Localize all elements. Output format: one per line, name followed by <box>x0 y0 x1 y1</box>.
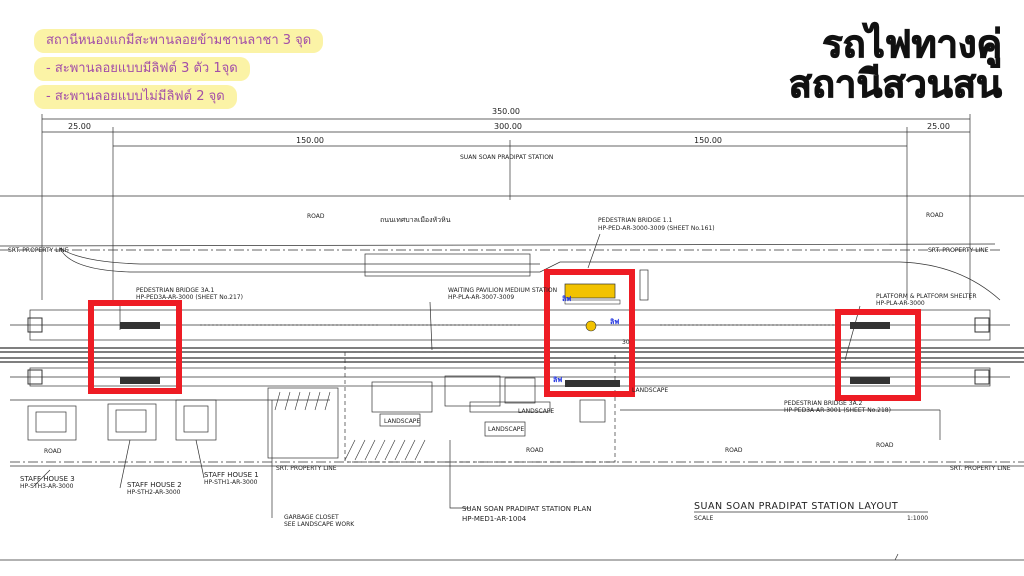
road-bottom-mid: ROAD <box>526 447 544 454</box>
road-top-right: ROAD <box>926 212 944 219</box>
station-name-label: SUAN SOAN PRADIPAT STATION <box>460 154 553 161</box>
staff2-ref: HP-STH2-AR-3000 <box>127 489 181 496</box>
plan-title: SUAN SOAN PRADIPAT STATION PLAN <box>462 505 592 513</box>
svg-text:ลิฟ: ลิฟ <box>552 376 562 384</box>
dim-half-right: 150.00 <box>694 136 722 145</box>
note-bridge-count: สถานีหนองแกมีสะพานลอยข้ามชานลาชา 3 จุด <box>34 29 324 53</box>
dim-left-end: 25.00 <box>68 122 91 131</box>
pb3a2-ref: HP-PED3A-AR-3001 (SHEET No.218) <box>784 407 891 414</box>
landscape-label-4: LANDSCAPE <box>632 387 668 394</box>
pb11-ref: HP-PED-AR-3000-3009 (SHEET No.161) <box>598 225 715 232</box>
road-bottom-right: ROAD <box>725 447 743 454</box>
pavilion-ref: HP-PLA-AR-3007-3009 <box>448 294 514 301</box>
svg-text:ลิฟ: ลิฟ <box>609 318 619 326</box>
pb11-title: PEDESTRIAN BRIDGE 1.1 <box>598 217 672 224</box>
garbage-ref: SEE LANDSCAPE WORK <box>284 521 355 528</box>
highlight-boxes <box>88 269 921 401</box>
headline-line2: สถานีสวนสน <box>788 62 1002 106</box>
layout-title: SUAN SOAN PRADIPAT STATION LAYOUT <box>694 501 898 512</box>
dim-right-end: 25.00 <box>927 122 950 131</box>
note-no-lift-bridge: - สะพานลอยแบบไม่มีลิฟต์ 2 จุด <box>34 85 237 109</box>
highlight-bridge-3a2 <box>835 309 921 401</box>
staff1-ref: HP-STH1-AR-3000 <box>204 479 258 486</box>
note-lift-bridge: - สะพานลอยแบบมีลิฟต์ 3 ตัว 1จุด <box>34 57 250 81</box>
thai-road-label: ถนนเทศบาลเมืองหัวหิน <box>380 216 451 224</box>
pb3a1-title: PEDESTRIAN BRIDGE 3A.1 <box>136 287 214 294</box>
chainage-label: 30 <box>622 339 630 346</box>
landscape-label-1: LANDSCAPE <box>384 418 420 425</box>
dim-middle: 300.00 <box>494 122 522 131</box>
scale-label: SCALE <box>694 515 713 522</box>
pb3a1-ref: HP-PED3A-AR-3000 (SHEET No.217) <box>136 294 243 301</box>
dim-total: 350.00 <box>492 107 520 116</box>
platform-ref: HP-PLA-AR-3000 <box>876 300 925 307</box>
lift-markers <box>564 283 621 332</box>
landscape-label-3: LANDSCAPE <box>488 426 524 433</box>
highlight-bridge-1-1 <box>544 269 635 397</box>
scale-value: 1:1000 <box>907 515 928 522</box>
dim-half-left: 150.00 <box>296 136 324 145</box>
pb3a2-title: PEDESTRIAN BRIDGE 3A.2 <box>784 400 862 407</box>
svg-text:ลิฟ: ลิฟ <box>561 295 571 303</box>
srt-line-top-left: SRT. PROPERTY LINE <box>8 247 69 254</box>
road-bottom-left: ROAD <box>44 448 62 455</box>
srt-line-top-right: SRT. PROPERTY LINE <box>928 247 989 254</box>
road-bottom-far: ROAD <box>876 442 894 449</box>
plan-ref: HP-MED1-AR-1004 <box>462 515 527 523</box>
highlight-bridge-3a1 <box>88 300 182 394</box>
staff3-title: STAFF HOUSE 3 <box>20 475 75 483</box>
platform-title: PLATFORM & PLATFORM SHELTER <box>876 293 977 300</box>
srt-line-bottom-right: SRT. PROPERTY LINE <box>950 465 1011 472</box>
headline-line1: รถไฟทางคู่ <box>822 22 1003 66</box>
srt-line-bottom-left: SRT. PROPERTY LINE <box>276 465 337 472</box>
staff2-title: STAFF HOUSE 2 <box>127 481 182 489</box>
landscape-label-2: LANDSCAPE <box>518 408 554 415</box>
staff1-title: STAFF HOUSE 1 <box>204 471 259 479</box>
headline: รถไฟทางคู่ สถานีสวนสน <box>788 22 1003 106</box>
pavilion-title: WAITING PAVILION MEDIUM STATION <box>448 287 557 294</box>
garbage-title: GARBAGE CLOSET <box>284 514 339 521</box>
staff3-ref: HP-STH3-AR-3000 <box>20 483 74 490</box>
road-top-left: ROAD <box>307 213 325 220</box>
